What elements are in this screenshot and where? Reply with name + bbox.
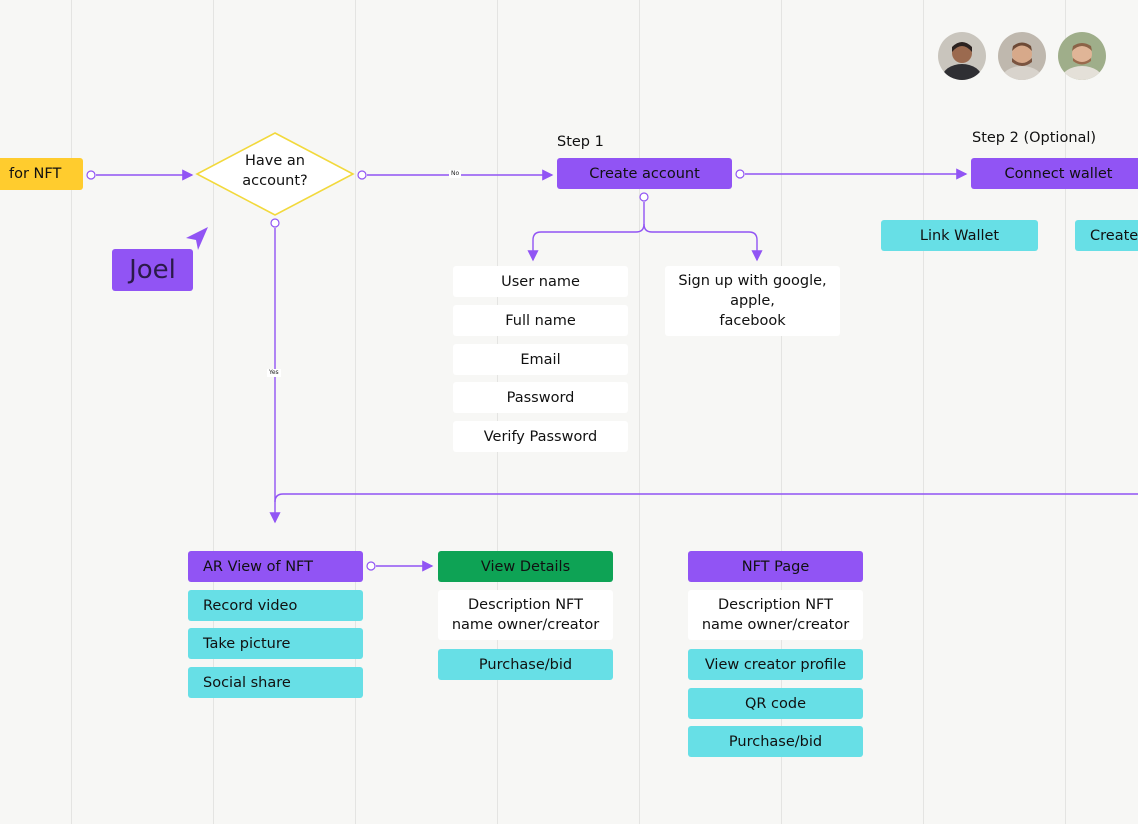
port-decision-bottom: [270, 218, 280, 228]
nft-page-desc-line1: Description NFT: [718, 597, 833, 613]
nft-page-label: NFT Page: [741, 558, 810, 575]
connector-create-split: [527, 202, 645, 262]
port-create-bottom: [639, 192, 649, 202]
field-user-name-label: User name: [501, 273, 580, 290]
view-details-description[interactable]: Description NFT name owner/creator: [438, 590, 613, 640]
collaborator-avatar-2[interactable]: [998, 32, 1046, 80]
decision-label: Have an account?: [215, 151, 335, 191]
qr-code-label: QR code: [744, 695, 807, 712]
port-ar-right: [366, 561, 376, 571]
cursor-name-tag: Joel: [112, 249, 193, 291]
field-verify-password-label: Verify Password: [483, 428, 598, 445]
field-password[interactable]: Password: [453, 382, 628, 413]
take-picture-label: Take picture: [203, 635, 291, 652]
nft-page-desc-line2: name owner/creator: [701, 617, 850, 633]
create-account-label: Create account: [589, 165, 700, 182]
record-video-node[interactable]: Record video: [188, 590, 363, 621]
take-picture-node[interactable]: Take picture: [188, 628, 363, 659]
nft-page-description[interactable]: Description NFT name owner/creator: [688, 590, 863, 640]
decision-line1: Have an: [245, 153, 305, 169]
view-creator-profile-label: View creator profile: [704, 656, 847, 673]
connector-create-split-right: [643, 223, 763, 262]
view-details-desc-line1: Description NFT: [468, 597, 583, 613]
field-password-label: Password: [506, 389, 575, 406]
field-full-name[interactable]: Full name: [453, 305, 628, 336]
view-details-label: View Details: [480, 558, 571, 575]
cursor-arrow-icon: [186, 227, 208, 250]
field-email[interactable]: Email: [453, 344, 628, 375]
field-full-name-label: Full name: [505, 312, 576, 329]
field-user-name[interactable]: User name: [453, 266, 628, 297]
link-wallet-label: Link Wallet: [919, 227, 1000, 244]
nft-page-purchase-label: Purchase/bid: [728, 733, 823, 750]
avatar-1-icon: [938, 32, 986, 80]
social-share-node[interactable]: Social share: [188, 667, 363, 698]
create-account-node[interactable]: Create account: [557, 158, 732, 189]
social-line2: apple,: [730, 293, 775, 309]
step2-label: Step 2 (Optional): [972, 130, 1097, 146]
port-start: [86, 170, 96, 180]
cursor-name: Joel: [129, 255, 176, 285]
social-line1: Sign up with google,: [678, 273, 827, 289]
create-wallet-label: Create: [1090, 227, 1138, 244]
edge-label-yes: Yes: [267, 369, 281, 377]
avatar-2-icon: [998, 32, 1046, 80]
start-node-label: for NFT: [9, 166, 62, 182]
port-create-right: [735, 169, 745, 179]
collaborator-avatar-3[interactable]: [1058, 32, 1106, 80]
connect-wallet-node[interactable]: Connect wallet: [971, 158, 1138, 189]
decision-line2: account?: [242, 173, 308, 189]
view-details-desc-line2: name owner/creator: [451, 617, 600, 633]
qr-code-node[interactable]: QR code: [688, 688, 863, 719]
field-email-label: Email: [520, 351, 561, 368]
record-video-label: Record video: [203, 597, 298, 614]
port-decision-right: [357, 170, 367, 180]
nft-page-purchase-node[interactable]: Purchase/bid: [688, 726, 863, 757]
edge-label-no: No: [449, 170, 462, 178]
social-line3: facebook: [719, 313, 786, 329]
connector-return-line: [274, 493, 1138, 503]
view-creator-profile-node[interactable]: View creator profile: [688, 649, 863, 680]
connect-wallet-label: Connect wallet: [1004, 165, 1113, 182]
create-wallet-node[interactable]: Create: [1075, 220, 1138, 251]
step1-label: Step 1: [557, 134, 604, 150]
view-details-node[interactable]: View Details: [438, 551, 613, 582]
nft-page-node[interactable]: NFT Page: [688, 551, 863, 582]
social-share-label: Social share: [203, 674, 291, 691]
social-signup-node[interactable]: Sign up with google, apple, facebook: [665, 266, 840, 336]
link-wallet-node[interactable]: Link Wallet: [881, 220, 1038, 251]
ar-view-node[interactable]: AR View of NFT: [188, 551, 363, 582]
start-node[interactable]: for NFT: [0, 158, 83, 190]
field-verify-password[interactable]: Verify Password: [453, 421, 628, 452]
collaborator-avatar-1[interactable]: [938, 32, 986, 80]
avatar-3-icon: [1058, 32, 1106, 80]
view-details-purchase-label: Purchase/bid: [478, 656, 573, 673]
ar-view-label: AR View of NFT: [203, 558, 313, 575]
decision-diamond: [195, 132, 355, 216]
view-details-purchase[interactable]: Purchase/bid: [438, 649, 613, 680]
